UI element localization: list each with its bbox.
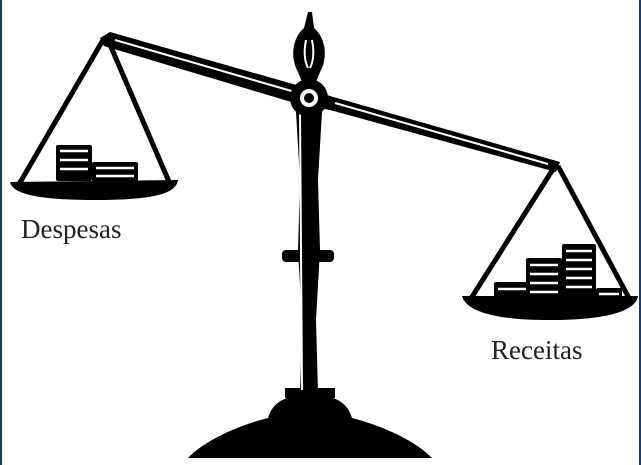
expenses-label: Despesas — [21, 216, 121, 243]
revenues-label: Receitas — [491, 337, 582, 364]
left-pan — [10, 180, 178, 200]
scale-finial — [293, 12, 325, 82]
scale-base — [188, 395, 432, 458]
scale-beam — [100, 32, 560, 172]
scale-pillar-collar — [282, 250, 334, 262]
coin-stack-icon — [56, 145, 138, 182]
